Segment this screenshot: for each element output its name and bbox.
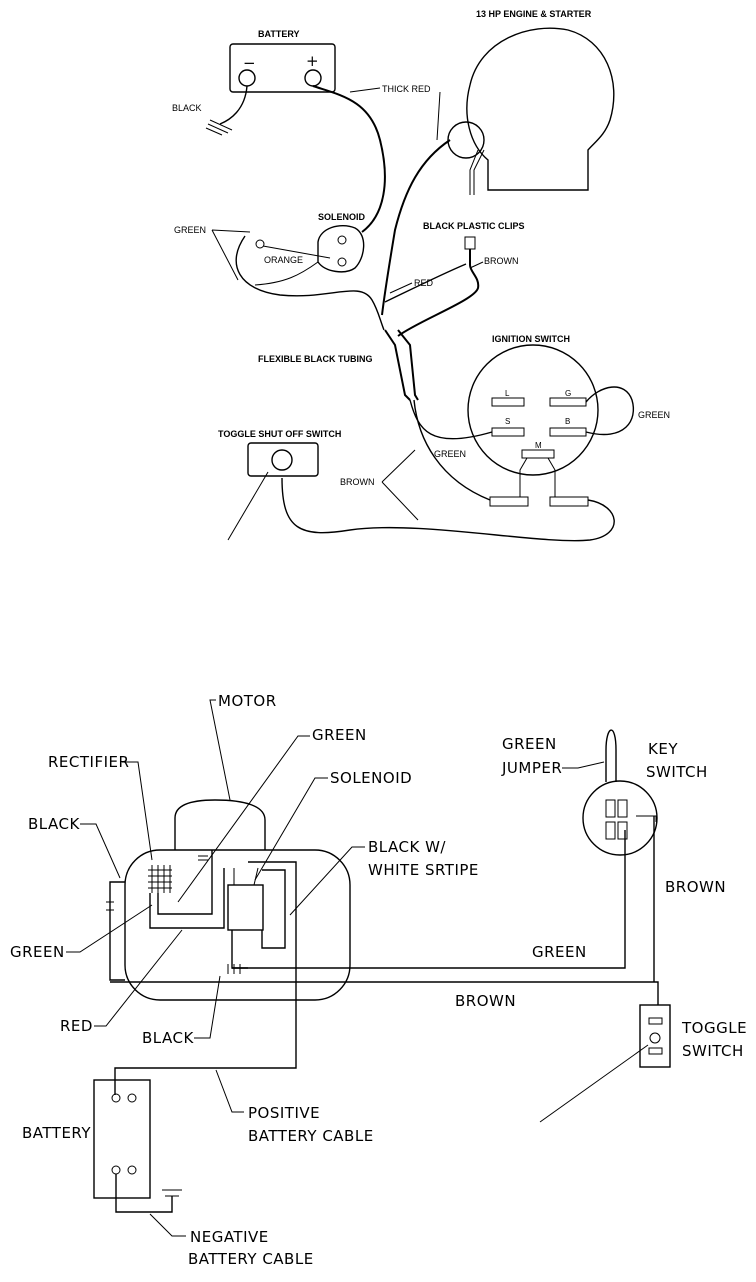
toggle-label-2: SWITCH <box>682 1042 744 1060</box>
motor-label: MOTOR <box>218 692 277 710</box>
ignition-switch: L G S B M <box>467 344 599 507</box>
ignition-switch-label: IGNITION SWITCH <box>492 334 570 344</box>
rectifier-label: RECTIFIER <box>48 753 129 771</box>
green-label-a: GREEN <box>174 225 206 235</box>
brown-right-label: BROWN <box>665 878 726 896</box>
toggle-shutoff-label: TOGGLE SHUT OFF SWITCH <box>218 429 341 439</box>
solenoid-a <box>317 224 365 273</box>
clips-label: BLACK PLASTIC CLIPS <box>423 221 525 231</box>
black-bottom-label: BLACK <box>142 1029 194 1047</box>
terminal-m: M <box>535 441 542 450</box>
toggle-switch-b <box>639 1004 671 1068</box>
black-left-label: BLACK <box>28 815 80 833</box>
positive-cable-label-2: BATTERY CABLE <box>248 1127 374 1145</box>
diagram-b: MOTOR RECTIFIER GREEN SOLENOID BLACK W/ … <box>10 692 747 1268</box>
green-left-label: GREEN <box>10 943 65 961</box>
battery-a-label: BATTERY <box>258 29 300 39</box>
key-label: KEY <box>648 740 678 758</box>
terminal-b: B <box>565 417 570 426</box>
engine-label: 13 HP ENGINE & STARTER <box>476 9 592 19</box>
terminal-s: S <box>505 417 510 426</box>
solenoid-b-label: SOLENOID <box>330 769 412 787</box>
solenoid-b <box>198 855 264 931</box>
battery-minus-label: − <box>243 54 256 72</box>
red-label-a: RED <box>414 278 434 288</box>
battery-a: − + <box>229 43 336 93</box>
orange-label: ORANGE <box>264 255 303 265</box>
red-label-b: RED <box>60 1017 93 1035</box>
tubing-label: FLEXIBLE BLACK TUBING <box>258 354 373 364</box>
green-lower-label: GREEN <box>434 449 466 459</box>
battery-b <box>93 1079 151 1199</box>
negative-cable-label-1: NEGATIVE <box>190 1228 269 1246</box>
battery-plus-label: + <box>306 52 319 70</box>
terminal-l: L <box>505 389 510 398</box>
diagram-a: − + BATTERY 13 HP ENGINE & STARTER BLACK… <box>172 9 670 542</box>
negative-cable-label-2: BATTERY CABLE <box>188 1250 314 1268</box>
toggle-label-1: TOGGLE <box>681 1019 747 1037</box>
motor <box>124 799 351 1001</box>
brown-label-a: BROWN <box>484 256 519 266</box>
green-jumper-label-1: GREEN <box>502 735 557 753</box>
engine-starter <box>447 27 615 195</box>
key-switch-label: SWITCH <box>646 763 708 781</box>
brown-lower-label: BROWN <box>340 477 375 487</box>
brown-wire-label: BROWN <box>455 992 516 1010</box>
bws-label-1: BLACK W/ <box>368 838 446 856</box>
green-jumper-label-2: JUMPER <box>501 759 562 777</box>
green-right-label: GREEN <box>638 410 670 420</box>
bws-label-2: WHITE SRTIPE <box>368 861 479 879</box>
green-wire-label: GREEN <box>532 943 587 961</box>
green-top-label: GREEN <box>312 726 367 744</box>
terminal-g: G <box>565 389 571 398</box>
rectifier <box>148 850 225 929</box>
thick-red-label: THICK RED <box>382 84 431 94</box>
key-switch <box>582 729 658 856</box>
solenoid-a-label: SOLENOID <box>318 212 366 222</box>
battery-b-label: BATTERY <box>22 1124 91 1142</box>
positive-cable-label-1: POSITIVE <box>248 1104 320 1122</box>
black-wire-label: BLACK <box>172 103 202 113</box>
